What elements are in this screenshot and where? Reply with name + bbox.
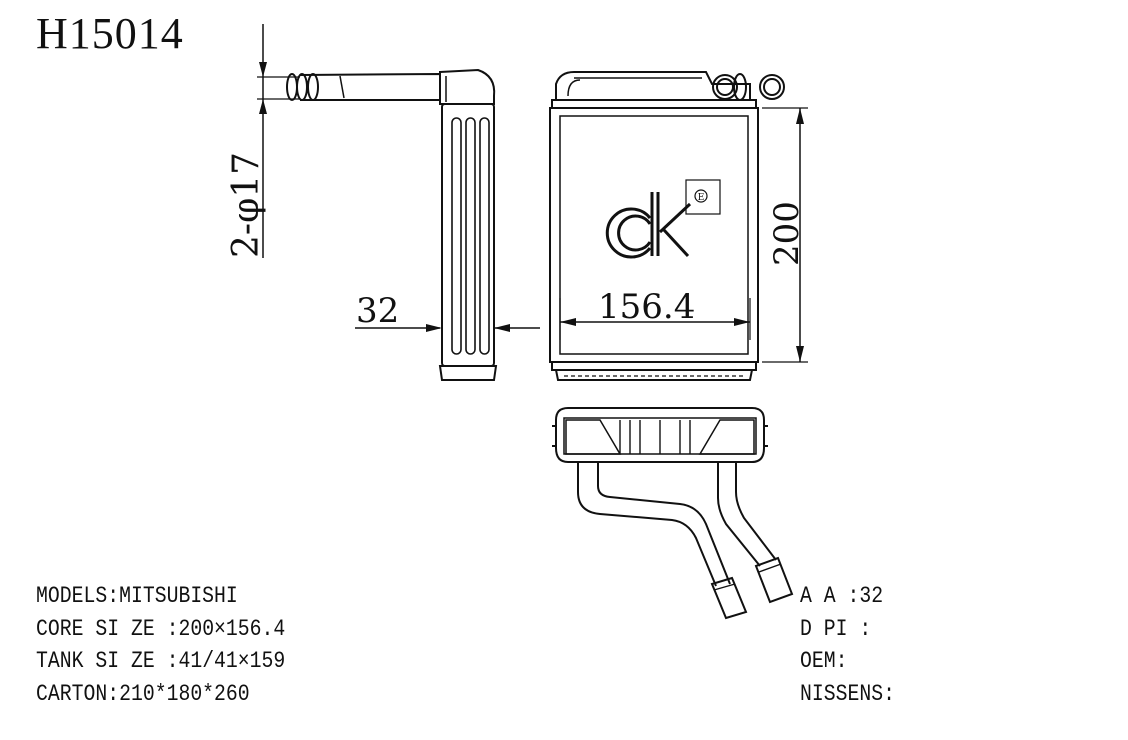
front-pipe-right-outer bbox=[759, 74, 785, 100]
core-width-label: 156.4 bbox=[598, 287, 695, 327]
side-bottom-cap bbox=[438, 365, 498, 381]
front-core-inner bbox=[559, 115, 749, 355]
width-arrow-left bbox=[560, 318, 576, 326]
pipe-bead bbox=[339, 75, 345, 99]
side-tank bbox=[441, 103, 495, 367]
core-height-label: 200 bbox=[767, 201, 807, 266]
spec-core-size: CORE SI ZE :200×156.4 bbox=[36, 615, 286, 642]
spec-tank-size: TANK SI ZE :41/41×159 bbox=[36, 648, 286, 674]
spec-aa: A A :32 bbox=[800, 583, 884, 609]
side-groove-1 bbox=[451, 117, 462, 355]
height-arrow-bottom bbox=[796, 346, 804, 362]
front-pipe-ring bbox=[733, 73, 747, 101]
front-header-curve bbox=[567, 79, 581, 97]
front-view: E bbox=[549, 71, 808, 381]
front-pipe-right-inner bbox=[763, 78, 781, 96]
brand-logo-icon bbox=[605, 192, 692, 259]
top-view-outer bbox=[555, 407, 765, 463]
top-view-right-chamber bbox=[698, 419, 755, 455]
front-top-plate bbox=[551, 99, 757, 109]
front-bottom-header bbox=[554, 369, 754, 381]
spec-carton: CARTON:210*180*260 bbox=[36, 680, 250, 707]
width-arrow-right bbox=[734, 318, 750, 326]
front-pipe-left-inner bbox=[716, 78, 734, 96]
side-pipe bbox=[299, 72, 441, 101]
front-bottom-plate bbox=[551, 361, 757, 371]
tank-thickness-label: 32 bbox=[356, 291, 399, 331]
tank-arrow-right bbox=[494, 324, 510, 332]
logo-k-leg bbox=[662, 228, 690, 258]
front-top-header bbox=[555, 71, 751, 101]
height-arrow-top bbox=[796, 108, 804, 124]
pipe-end-right bbox=[754, 556, 794, 604]
pipe-arrow-top bbox=[259, 62, 267, 77]
pipe-end-right-ring bbox=[758, 563, 782, 573]
pipe-end-ring-3 bbox=[307, 73, 319, 101]
spec-nissens: NISSENS: bbox=[800, 680, 895, 707]
spec-list-right: A A :32 D PI : OEM: NISSENS: bbox=[800, 580, 895, 710]
logo-k-arm bbox=[658, 202, 692, 234]
logo-c-outer bbox=[605, 207, 652, 259]
side-groove-3 bbox=[479, 117, 490, 355]
pipe-end-left-ring bbox=[713, 583, 736, 591]
pipe-end-left bbox=[710, 576, 748, 620]
side-view bbox=[257, 24, 540, 381]
spec-models: MODELS:MITSUBISHI bbox=[36, 583, 238, 609]
pipe-end-ring-2 bbox=[296, 73, 308, 101]
tank-arrow-left bbox=[426, 324, 442, 332]
pipe-diameter-label: 2-φ17 bbox=[226, 152, 267, 258]
logo-c-inner bbox=[617, 214, 652, 252]
bent-pipe-left-inner bbox=[597, 462, 731, 585]
bent-pipe-right-inner bbox=[735, 462, 777, 561]
side-groove-2 bbox=[465, 117, 476, 355]
side-elbow bbox=[439, 68, 496, 105]
top-view bbox=[552, 407, 794, 620]
bent-pipe-left-outer bbox=[577, 462, 717, 587]
logo-mark-letter: E bbox=[698, 193, 705, 203]
spec-list-left: MODELS:MITSUBISHI CORE SI ZE :200×156.4 … bbox=[36, 580, 285, 710]
spec-dpi: D PI : bbox=[800, 615, 872, 642]
logo-mark-circle bbox=[694, 189, 708, 203]
logo-mark-box bbox=[685, 179, 721, 215]
pipe-arrow-bottom bbox=[259, 99, 267, 114]
bent-pipe-right-outer bbox=[717, 462, 761, 567]
spec-oem: OEM: bbox=[800, 648, 848, 674]
pipe-end-ring-1 bbox=[286, 73, 298, 101]
part-number-title: H15014 bbox=[36, 9, 184, 58]
top-view-left-chamber bbox=[565, 419, 622, 455]
top-view-inner bbox=[563, 417, 757, 455]
